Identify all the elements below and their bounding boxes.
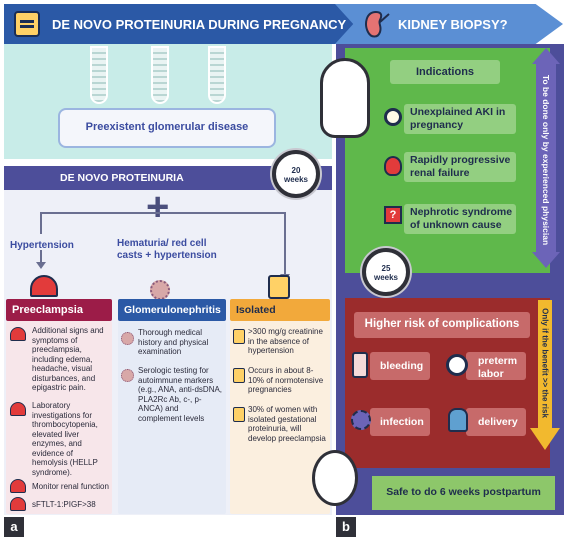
indication-pill — [404, 204, 516, 234]
complication-text: infection — [380, 416, 424, 428]
complication-pill — [370, 408, 430, 436]
indication-pill — [404, 152, 516, 182]
clock-icon — [272, 150, 320, 198]
arrow-down-icon — [36, 262, 46, 269]
complication-text: bleeding — [380, 360, 424, 372]
panel-tag-a: a — [4, 517, 24, 537]
branch-label-hematuria: Hematuria/ red cell — [117, 238, 207, 249]
double-arrow-shaft — [536, 62, 556, 252]
list-item: Monitor renal function — [32, 482, 109, 491]
header-banner-left — [4, 4, 342, 44]
branch-connector — [40, 212, 285, 214]
baby-icon — [448, 408, 468, 432]
isolated-proteinuria-header: Isolated proteinuria — [230, 299, 330, 338]
list-item: Additional signs and symptoms of preecla… — [32, 326, 104, 392]
list-item: Serologic testing for autoimmune markers… — [138, 366, 223, 423]
mother-baby-icon — [312, 450, 358, 506]
list-item: Laboratory investigations for thrombocyt… — [32, 401, 98, 477]
fire-icon — [384, 156, 402, 176]
branch-connector — [284, 212, 286, 274]
virus-icon — [121, 332, 134, 345]
indication-text: Rapidly progressive renal failure — [410, 154, 511, 179]
branch-connector — [40, 250, 42, 262]
list-item: Occurs in about 8-10% of normotensive pr… — [248, 366, 324, 394]
complication-pill — [370, 352, 430, 380]
clock-20-label: 20 weeks — [272, 166, 320, 184]
clock-number: 20 — [291, 166, 301, 175]
complications-title: Higher risk of complications — [364, 318, 520, 330]
document-icon — [14, 11, 40, 37]
indications-title-pill — [390, 60, 500, 84]
branch-connector — [40, 212, 42, 234]
glomerulonephritis-header: Glomerulonephritis — [118, 299, 226, 321]
list-item: sFTLT-1:PIGF>38 — [32, 500, 96, 509]
glomerular-disease-label: Preexistent glomerular disease — [85, 121, 249, 133]
indications-title: Indications — [415, 66, 475, 78]
document-icon — [233, 407, 245, 422]
biopsy-title: KIDNEY BIOPSY? — [398, 17, 508, 32]
complication-pill — [466, 352, 526, 380]
complication-text: delivery — [478, 416, 518, 428]
clock-number: 25 — [381, 264, 391, 273]
document-icon — [233, 368, 245, 383]
clock-unit: weeks — [283, 175, 309, 184]
magnifier-icon — [384, 108, 402, 126]
document-icon — [268, 275, 290, 299]
postpartum-box — [372, 476, 555, 510]
list-item: Thorough medical history and physical ex… — [138, 328, 209, 356]
alarm-icon — [10, 402, 26, 416]
indication-pill — [404, 104, 516, 134]
alarm-icon — [30, 275, 58, 297]
indication-text: Nephrotic syndrome of unknown cause — [410, 206, 513, 231]
arrow-down-icon — [530, 428, 560, 450]
tubule-illustration — [208, 46, 226, 104]
arrow-up-icon — [532, 48, 560, 64]
glomerular-disease-box — [58, 108, 276, 148]
complication-pill — [466, 408, 526, 436]
pregnant-woman-icon — [320, 58, 370, 138]
glomerulonephritis-body — [118, 321, 226, 514]
kidney-icon — [365, 10, 390, 38]
tubule-illustration — [151, 46, 169, 104]
document-icon — [233, 329, 245, 344]
puzzle-icon: ? — [384, 206, 402, 224]
header-title: DE NOVO PROTEINURIA DURING PREGNANCY — [52, 17, 347, 32]
alarm-icon — [10, 497, 26, 511]
clock-unit: weeks — [373, 273, 399, 282]
de-novo-label: DE NOVO PROTEINURIA — [60, 172, 184, 184]
clock-25-label: 25 weeks — [362, 264, 410, 282]
experienced-physician-label: To be done only by experienced physician — [541, 74, 551, 246]
branch-label-hematuria-2: casts + hypertension — [117, 250, 217, 261]
postpartum-label: Safe to do 6 weeks postpartum — [386, 486, 541, 498]
timer-icon — [446, 354, 468, 376]
list-item: 30% of women with isolated gestational p… — [248, 405, 326, 443]
virus-icon — [121, 369, 134, 382]
list-item: >300 mg/g creatinine in the absence of h… — [248, 327, 323, 355]
arrow-down-icon — [532, 252, 560, 268]
virus-icon — [351, 410, 371, 430]
risk-benefit-label: Only if the benefit >> the risk — [540, 308, 550, 418]
plus-icon: + — [146, 185, 170, 229]
virus-icon — [150, 280, 170, 300]
branch-label-hypertension: Hypertension — [10, 240, 74, 251]
alarm-icon — [10, 479, 26, 493]
clock-icon — [362, 248, 410, 296]
blood-bag-icon — [352, 352, 368, 378]
tubule-illustration — [90, 46, 108, 104]
complication-text: preterm labor — [478, 355, 518, 380]
indication-text: Unexplained AKI in pregnancy — [410, 106, 506, 131]
alarm-icon — [10, 327, 26, 341]
panel-tag-b: b — [336, 517, 356, 537]
preeclampsia-header: Preeclampsia — [6, 299, 112, 321]
complications-title-pill — [354, 312, 530, 338]
risk-arrow-shaft — [538, 300, 552, 430]
